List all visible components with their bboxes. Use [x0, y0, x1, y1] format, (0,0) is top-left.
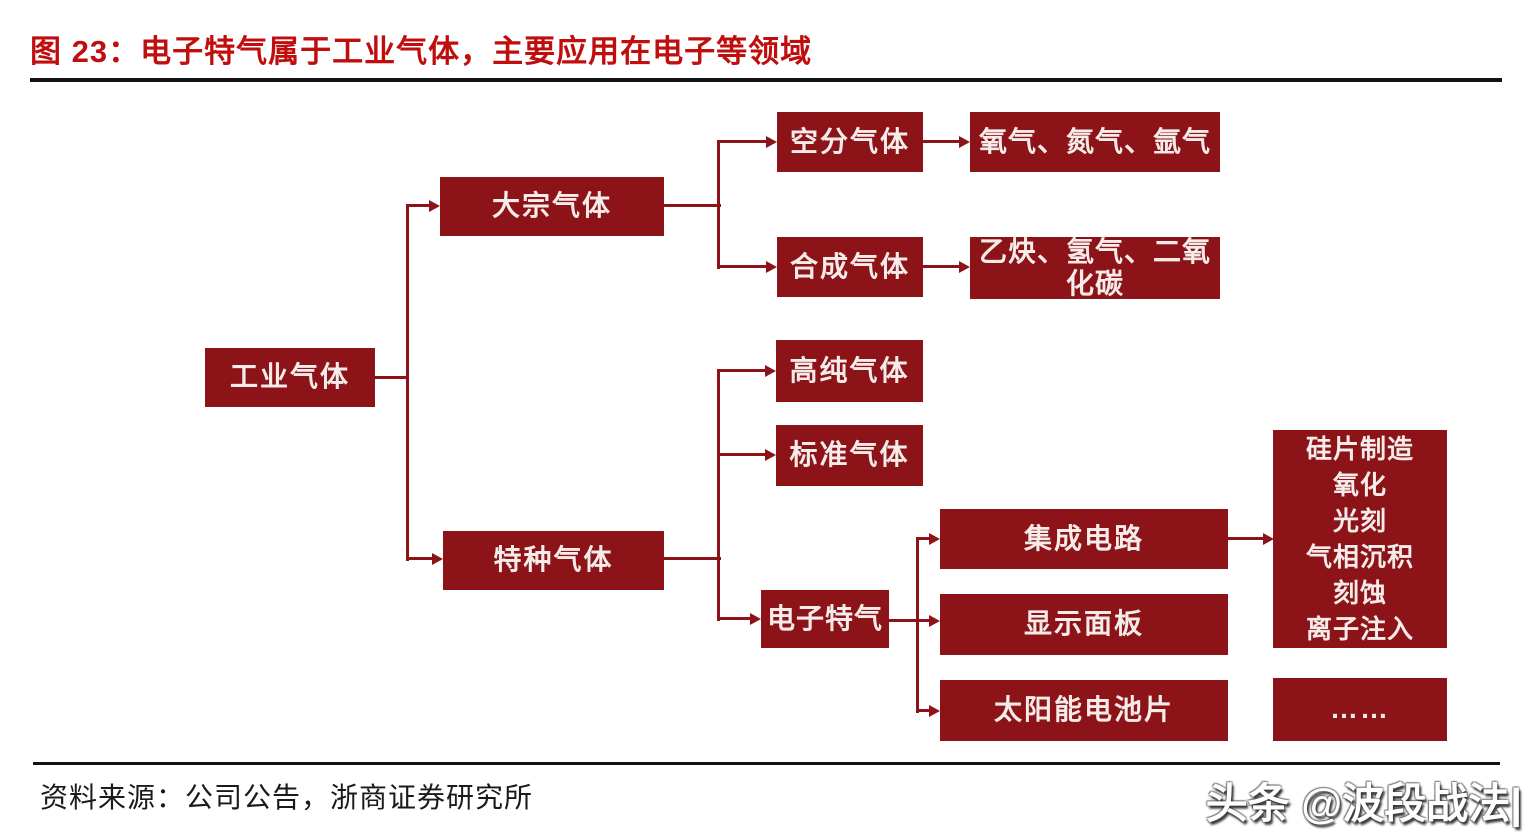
ic-step-ion-implantation: 离子注入	[1305, 614, 1414, 644]
connector-to-specialty	[406, 557, 435, 560]
source-note: 资料来源：公司公告，浙商证券研究所	[40, 783, 534, 814]
arrowhead-to-bulk	[429, 200, 440, 212]
connector-to-synthesis	[717, 265, 769, 268]
node-oxygen-nitrogen-argon: 氧气、氮气、氩气	[970, 112, 1220, 172]
arrowhead-to-oxygen-products	[959, 136, 970, 148]
node-air-separation-gas: 空分气体	[777, 112, 923, 172]
node-solar-cell: 太阳能电池片	[940, 680, 1228, 741]
footer-divider	[33, 762, 1500, 765]
connector-to-integrated-circuit	[916, 537, 932, 540]
connector-to-oxygen-products	[923, 140, 962, 143]
node-synthesis-gas: 合成气体	[777, 237, 923, 297]
arrowhead-to-solar-cell	[929, 705, 940, 717]
title-underline	[30, 78, 1502, 82]
ic-step-vapor-deposition: 气相沉积	[1305, 542, 1414, 572]
arrowhead-to-specialty	[432, 553, 443, 565]
arrowhead-to-high-purity	[765, 365, 776, 377]
ic-step-wafer: 硅片制造	[1305, 434, 1414, 464]
figure-title: 图 23：电子特气属于工业气体，主要应用在电子等领域	[30, 34, 813, 69]
node-bulk-gas: 大宗气体	[440, 177, 664, 236]
arrowhead-to-ic-steps	[1263, 533, 1274, 545]
arrowhead-to-display-panel	[929, 615, 940, 627]
connector-trunk1-vertical	[406, 204, 409, 561]
arrowhead-to-synthesis	[766, 261, 777, 273]
connector-to-ic-steps	[1228, 537, 1266, 540]
connector-to-standard	[717, 453, 767, 456]
connector-to-electronic	[717, 617, 753, 620]
node-standard-gas: 标准气体	[776, 425, 923, 486]
node-display-panel: 显示面板	[940, 594, 1228, 655]
arrowhead-to-integrated-circuit	[929, 533, 940, 545]
connector-to-solar-cell	[916, 709, 932, 712]
connector-to-high-purity	[717, 369, 767, 372]
arrowhead-to-electronic	[750, 613, 761, 625]
node-specialty-gas: 特种气体	[443, 531, 664, 590]
connector-specialty-trunk	[664, 557, 721, 560]
connector-trunk2a-vertical	[717, 140, 720, 269]
connector-to-air-separation	[717, 140, 769, 143]
node-high-purity-gas: 高纯气体	[776, 340, 923, 402]
connector-industrial-trunk	[375, 376, 409, 379]
node-ic-process-steps: 硅片制造 氧化 光刻 气相沉积 刻蚀 离子注入	[1273, 430, 1447, 648]
connector-to-acetylene-products	[923, 265, 962, 268]
connector-trunk2b-vertical	[717, 369, 720, 621]
connector-electronic-trunk	[889, 619, 931, 622]
node-acetylene-hydrogen-co2: 乙炔、氢气、二氧化碳	[970, 236, 1220, 299]
arrowhead-to-air-separation	[766, 136, 777, 148]
node-integrated-circuit: 集成电路	[940, 509, 1228, 569]
connector-bulk-trunk	[664, 204, 721, 207]
toutiao-watermark: 头条 @波段战法|	[1205, 780, 1522, 827]
arrowhead-to-acetylene-products	[959, 261, 970, 273]
arrowhead-to-standard	[765, 449, 776, 461]
ic-step-lithography: 光刻	[1332, 506, 1387, 536]
connector-to-bulk	[406, 204, 432, 207]
node-ellipsis: ……	[1273, 678, 1447, 741]
ic-step-oxidation: 氧化	[1332, 470, 1387, 500]
node-electronic-specialty-gas: 电子特气	[761, 590, 889, 648]
ic-step-etching: 刻蚀	[1332, 578, 1387, 608]
node-industrial-gas: 工业气体	[205, 348, 375, 407]
connector-trunk3-vertical	[916, 537, 919, 713]
